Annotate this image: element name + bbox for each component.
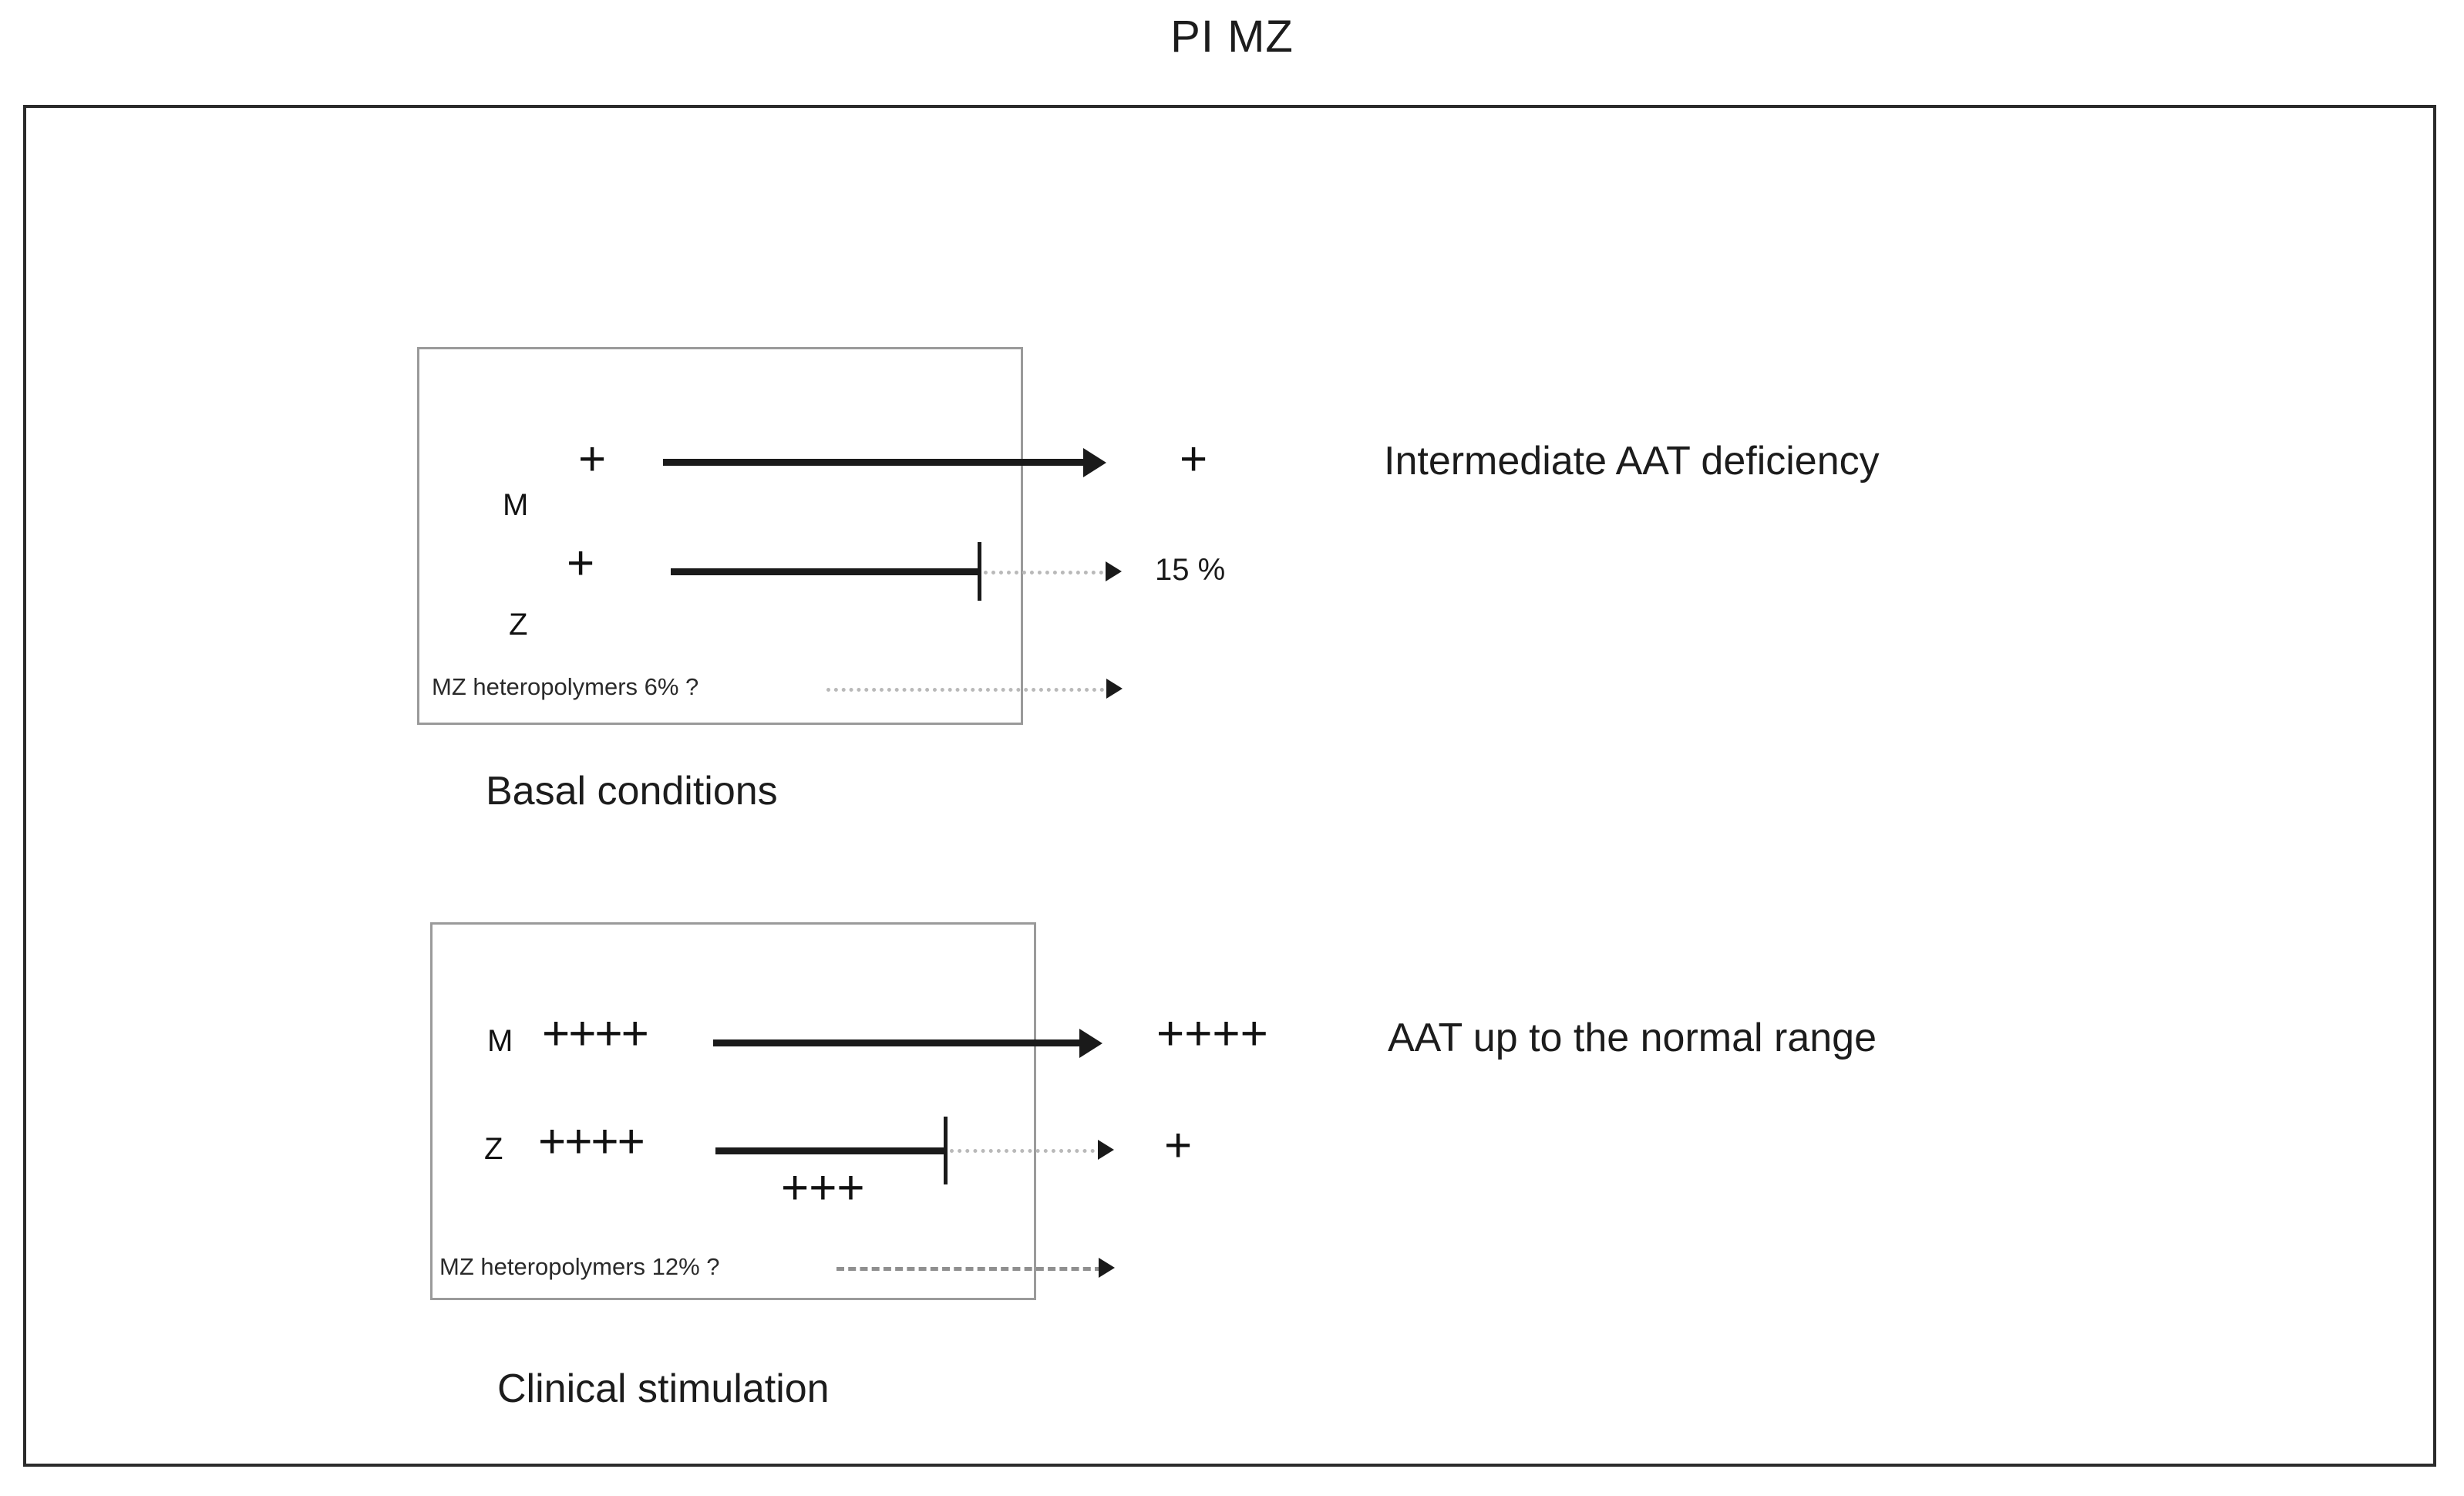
panel-stimulation-box <box>430 922 1036 1300</box>
stim-m-flow-line <box>713 1039 1079 1046</box>
basal-heteropolymer-arrow-icon <box>1106 679 1123 699</box>
stim-m-secreted-plus: ++++ <box>1156 1007 1268 1060</box>
basal-z-production-plus: + <box>567 537 595 590</box>
basal-m-secreted-plus: + <box>1180 433 1208 486</box>
stim-z-block-bar-icon <box>944 1117 948 1184</box>
basal-outcome-text: Intermediate AAT deficiency <box>1384 439 1880 484</box>
stim-heteropolymer-label: MZ heteropolymers 12% ? <box>439 1253 720 1280</box>
basal-z-arrow-icon <box>1106 561 1122 581</box>
basal-m-allele-label: M <box>503 488 529 522</box>
basal-z-dotted-flow <box>984 571 1111 574</box>
stim-z-secreted-plus: + <box>1164 1119 1193 1172</box>
stim-m-arrow-icon <box>1079 1029 1102 1058</box>
basal-z-secreted-percent: 15 % <box>1155 553 1226 587</box>
basal-heteropolymer-dotted-flow <box>826 688 1112 692</box>
stim-z-retained-plus: +++ <box>781 1161 865 1215</box>
stim-z-arrow-icon <box>1098 1140 1114 1160</box>
stim-z-flow-line <box>715 1147 947 1154</box>
basal-z-block-bar-icon <box>978 542 981 601</box>
stim-heteropolymer-dashed-flow <box>836 1267 1102 1271</box>
basal-m-flow-line <box>663 459 1083 466</box>
stim-z-allele-label: Z <box>484 1132 503 1166</box>
basal-heteropolymer-label: MZ heteropolymers 6% ? <box>432 673 699 700</box>
basal-m-production-plus: + <box>578 433 607 486</box>
stim-z-dotted-flow <box>950 1149 1102 1153</box>
stim-outcome-text: AAT up to the normal range <box>1388 1016 1877 1060</box>
stim-m-allele-label: M <box>487 1024 513 1058</box>
basal-panel-caption: Basal conditions <box>486 769 778 814</box>
basal-m-arrow-icon <box>1083 448 1106 477</box>
stim-panel-caption: Clinical stimulation <box>497 1366 830 1411</box>
basal-z-allele-label: Z <box>509 608 528 642</box>
stim-m-production-plus: ++++ <box>542 1007 649 1060</box>
stim-heteropolymer-arrow-icon <box>1099 1258 1115 1278</box>
basal-z-flow-line <box>671 568 979 575</box>
figure-title: PI MZ <box>1170 12 1294 62</box>
panel-basal-box <box>417 347 1023 725</box>
stim-z-production-plus: ++++ <box>538 1115 645 1168</box>
figure-outer-frame <box>23 105 2436 1467</box>
